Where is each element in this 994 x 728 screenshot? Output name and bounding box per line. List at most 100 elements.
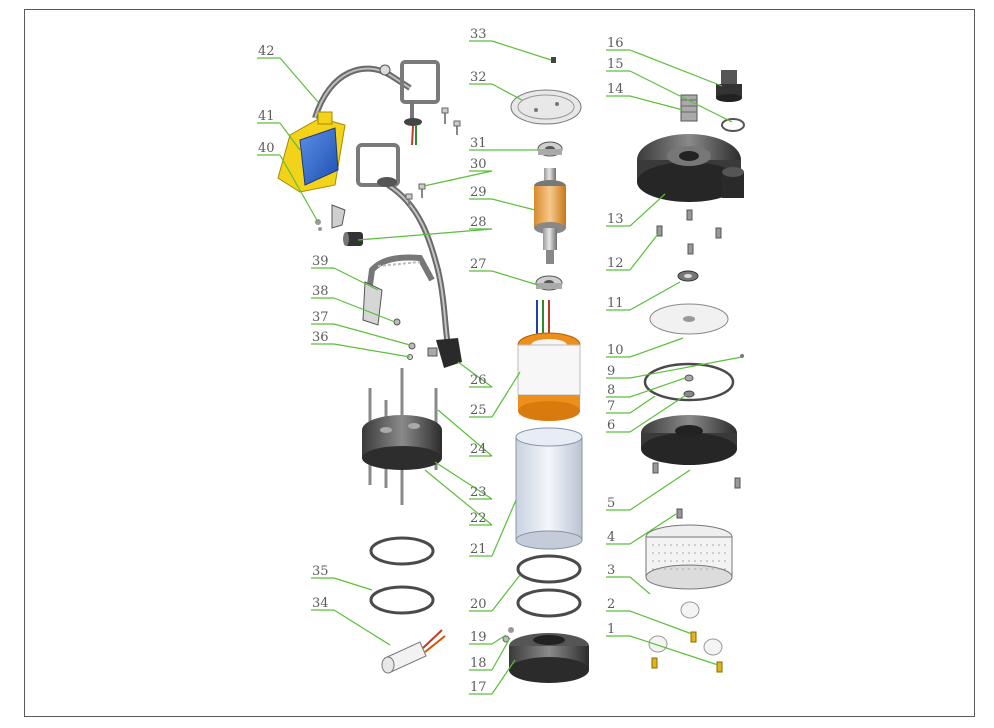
- callout-label-16: 16: [607, 36, 624, 51]
- clamp: [315, 204, 346, 231]
- callout-label-15: 15: [607, 57, 624, 72]
- callout-label-22: 22: [470, 511, 487, 526]
- motor-cover: [362, 368, 442, 505]
- callout-leader-34: [333, 609, 391, 646]
- callout-label-41: 41: [258, 109, 275, 124]
- callout-label-4: 4: [607, 530, 615, 545]
- callout-label-24: 24: [470, 442, 487, 457]
- callout-label-5: 5: [607, 496, 615, 511]
- callout-leader-9: [629, 356, 743, 379]
- callout-label-36: 36: [312, 330, 329, 345]
- housing-tube: [515, 427, 583, 550]
- callout-label-42: 42: [258, 44, 275, 59]
- callout-leader-7: [629, 395, 656, 414]
- diagram-frame: [24, 9, 975, 717]
- bearing-top: [537, 141, 563, 157]
- callout-label-10: 10: [607, 343, 624, 358]
- callout-leader-26: [457, 361, 493, 388]
- callout-label-18: 18: [470, 656, 487, 671]
- callout-leader-20: [491, 574, 521, 612]
- o-rings-middle: [516, 554, 582, 618]
- callout-leader-10: [629, 337, 684, 358]
- callout-label-3: 3: [607, 563, 615, 578]
- discharge-fitting: [680, 70, 745, 132]
- seal: [677, 270, 699, 282]
- callout-label-20: 20: [470, 597, 487, 612]
- capacitor: [381, 629, 446, 674]
- callout-leader-39: [333, 267, 379, 291]
- o-rings-left: [369, 536, 435, 615]
- callout-leader-2: [629, 610, 693, 635]
- callout-label-35: 35: [312, 564, 329, 579]
- callout-leader-41: [279, 122, 301, 151]
- callout-label-6: 6: [607, 418, 615, 433]
- callout-label-32: 32: [470, 70, 487, 85]
- callout-leader-23: [434, 461, 493, 500]
- callout-label-26: 26: [470, 373, 487, 388]
- part-illustrations: [277, 57, 745, 683]
- callout-leader-28: [357, 228, 493, 241]
- callout-leader-22: [424, 469, 493, 526]
- callout-label-39: 39: [312, 254, 329, 269]
- callout-leader-13: [629, 193, 666, 227]
- callout-label-7: 7: [607, 399, 615, 414]
- callout-label-28: 28: [470, 215, 487, 230]
- callout-label-1: 1: [607, 622, 615, 637]
- callout-leader-29: [491, 198, 536, 211]
- callout-label-21: 21: [470, 542, 487, 557]
- callout-leader-4: [629, 513, 677, 545]
- volute-cover: [637, 134, 744, 202]
- callout-label-14: 14: [607, 82, 624, 97]
- callout-leader-36: [333, 343, 411, 358]
- callout-label-33: 33: [470, 27, 487, 42]
- feet: [648, 601, 723, 673]
- float-body: [277, 111, 346, 193]
- callout-label-23: 23: [470, 485, 487, 500]
- strainer: [645, 524, 733, 590]
- screw-4: [676, 508, 683, 519]
- small-screws-top: [405, 107, 461, 208]
- callout-label-8: 8: [607, 383, 615, 398]
- callout-leader-1: [629, 635, 719, 666]
- callout-leader-15: [629, 70, 733, 123]
- callout-leader-17: [491, 659, 516, 695]
- bolts-12: [656, 209, 722, 255]
- callout-label-12: 12: [607, 256, 624, 271]
- callout-label-30: 30: [470, 157, 487, 172]
- callout-leader-42: [279, 57, 319, 103]
- callout-leader-14: [629, 95, 684, 111]
- callouts: [257, 40, 743, 695]
- callout-leader-11: [629, 281, 681, 311]
- callout-leader-33: [491, 40, 552, 61]
- cable-gland: [343, 232, 363, 246]
- callout-leader-16: [629, 49, 723, 87]
- callout-leader-40: [279, 154, 319, 223]
- callout-label-27: 27: [470, 257, 487, 272]
- callout-leader-18: [491, 637, 511, 671]
- bearing-bottom: [535, 275, 563, 291]
- screw-33: [551, 57, 556, 63]
- callout-leader-37: [333, 323, 411, 346]
- callout-leader-27: [491, 270, 539, 286]
- callout-leader-38: [333, 297, 396, 323]
- callout-leader-30: [423, 170, 493, 187]
- callout-leader-12: [629, 233, 659, 271]
- callout-label-2: 2: [607, 597, 615, 612]
- callout-label-38: 38: [312, 284, 329, 299]
- callout-leader-35: [333, 577, 373, 591]
- callout-labels: 1234567891011121314151617181920212223242…: [258, 27, 624, 695]
- callout-label-17: 17: [470, 680, 487, 695]
- callout-label-19: 19: [470, 630, 487, 645]
- callout-label-29: 29: [470, 185, 487, 200]
- base: [502, 627, 589, 683]
- handle-bracket: [362, 254, 435, 360]
- pump-housing: [641, 415, 741, 489]
- callout-label-11: 11: [607, 296, 624, 311]
- callout-label-34: 34: [312, 596, 329, 611]
- callout-leader-5: [629, 469, 691, 511]
- callout-leader-25: [491, 371, 521, 418]
- callout-leader-24: [437, 409, 493, 457]
- callout-leader-3: [629, 576, 651, 595]
- callout-leader-21: [491, 499, 517, 557]
- float-switch-cable: [312, 60, 440, 146]
